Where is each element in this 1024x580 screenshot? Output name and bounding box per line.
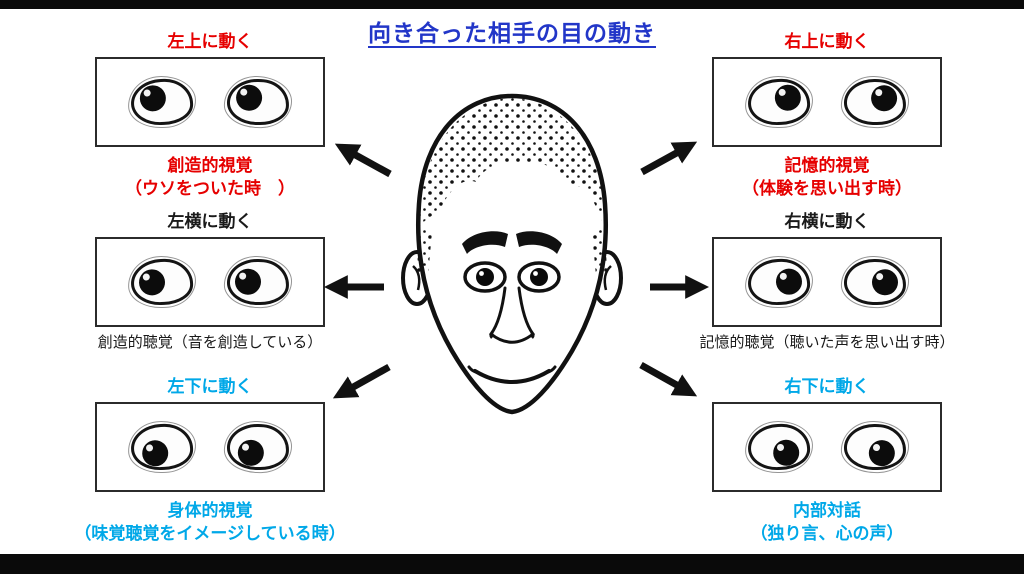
caption: 創造的聴覚（音を創造している） [50, 333, 370, 353]
caption-line-1: 身体的視覚 [167, 501, 253, 520]
eye-box [712, 237, 942, 327]
caption: 記憶的視覚 （体験を思い出す時） [712, 155, 942, 201]
face-eyes-icon [463, 261, 561, 293]
eye-left [130, 257, 194, 307]
direction-label: 右横に動く [784, 212, 870, 231]
eye-right [226, 78, 290, 126]
eye-left [130, 422, 194, 472]
caption-line-2: （ウソをついた時 ） [125, 178, 295, 198]
eye-box [95, 402, 325, 492]
caption-line-1: 内部対話 [793, 501, 861, 520]
caption-line-1: 記憶的視覚 [784, 156, 870, 175]
pupil [868, 439, 896, 467]
eye-right [843, 78, 907, 126]
direction-label: 左下に動く [167, 377, 253, 396]
pupil [774, 84, 802, 112]
caption: 創造的視覚 （ウソをついた時 ） [95, 155, 325, 201]
eye-left [130, 77, 194, 127]
caption-line-1: 創造的聴覚（音を創造している） [97, 334, 323, 351]
eye-box [95, 57, 325, 147]
hair-stipple [417, 98, 607, 276]
panel-middle-left: 左横に動く 創造的聴覚（音を創造している） [95, 210, 325, 353]
caption-line-2: （体験を思い出す時） [742, 178, 912, 198]
face-illustration [372, 80, 652, 420]
pupil [141, 439, 169, 467]
direction-label: 左上に動く [167, 32, 253, 51]
pupil [772, 439, 800, 467]
page-title: 向き合った相手の目の動き [368, 20, 656, 46]
eye-box [95, 237, 325, 327]
eye-right [843, 423, 907, 471]
eye-box [712, 57, 942, 147]
pupil [234, 268, 262, 296]
pupil [235, 84, 263, 112]
top-letterbox-bar [0, 0, 1024, 9]
caption-line-2: （味覚聴覚をイメージしている時） [74, 523, 346, 543]
bottom-letterbox-bar [0, 554, 1024, 574]
panel-upper-left: 左上に動く 創造的視覚 （ウソをついた時 ） [95, 30, 325, 201]
pupil [138, 268, 166, 296]
pupil [237, 439, 265, 467]
caption-line-2: （独り言、心の声） [750, 523, 904, 543]
eye-box [712, 402, 942, 492]
direction-label: 右下に動く [784, 377, 870, 396]
panel-lower-right: 右下に動く 内部対話 （独り言、心の声） [712, 375, 942, 546]
caption-line-1: 創造的視覚 [167, 156, 253, 175]
direction-label: 右上に動く [784, 32, 870, 51]
pupil [139, 84, 167, 112]
mouth-icon [467, 365, 557, 384]
eye-left [747, 422, 811, 472]
eye-right [226, 423, 290, 471]
eye-left [747, 257, 811, 307]
panel-lower-left: 左下に動く 身体的視覚 （味覚聴覚をイメージしている時） [74, 375, 345, 546]
panel-upper-right: 右上に動く 記憶的視覚 （体験を思い出す時） [712, 30, 942, 201]
pupil [871, 268, 899, 296]
pupil [870, 84, 898, 112]
direction-label: 左横に動く [167, 212, 253, 231]
panel-middle-right: 右横に動く 記憶的聴覚（聴いた声を思い出す時） [699, 210, 954, 353]
caption: 身体的視覚 （味覚聴覚をイメージしている時） [40, 500, 380, 546]
eye-right [843, 258, 907, 306]
eyebrows-icon [462, 231, 562, 254]
pupil [775, 268, 803, 296]
caption: 内部対話 （独り言、心の声） [712, 500, 942, 546]
caption-line-1: 記憶的聴覚（聴いた声を思い出す時） [699, 334, 955, 351]
eye-right [226, 258, 290, 306]
nose-icon [488, 286, 536, 344]
caption: 記憶的聴覚（聴いた声を思い出す時） [667, 333, 987, 353]
eye-left [747, 77, 811, 127]
